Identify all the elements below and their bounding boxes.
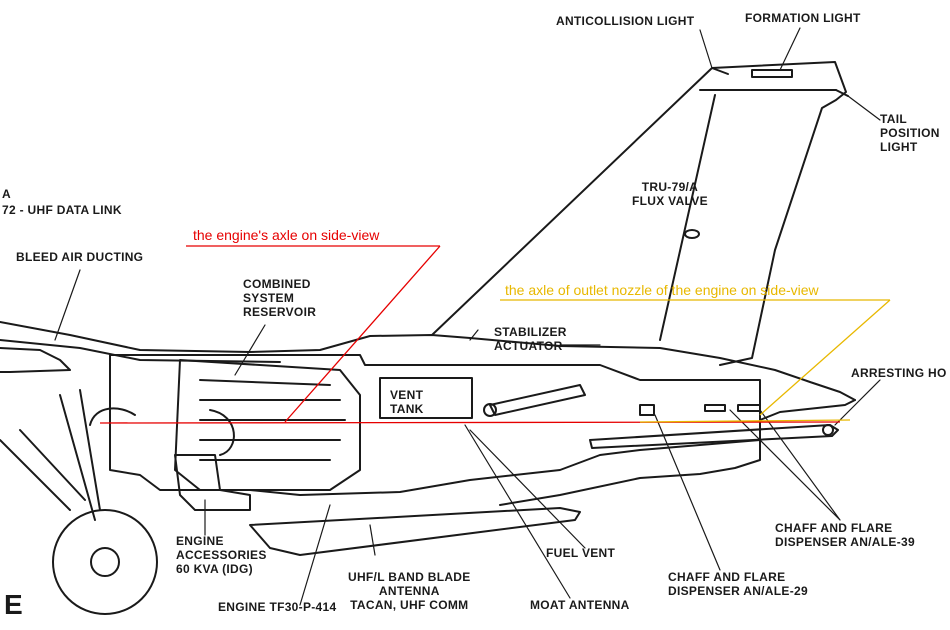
leader-fuel-vent <box>469 429 586 549</box>
leader-moat <box>464 424 571 599</box>
fuel-vent-label: FUEL VENT <box>546 546 616 560</box>
chaff-dispenser-ale39-a <box>704 404 726 412</box>
tail-position-line-1: TAIL <box>880 112 907 126</box>
engine-accessories-label: ENGINE ACCESSORIES 60 KVA (IDG) <box>176 534 267 576</box>
formation-light-mark <box>751 69 793 78</box>
chaff-dispenser-ale29 <box>639 404 655 416</box>
leader-chaff-39 <box>729 409 841 521</box>
stabilizer-line-2: ACTUATOR <box>494 339 563 353</box>
accessories-line-3: 60 KVA (IDG) <box>176 562 253 576</box>
chaff39-line-2: DISPENSER AN/ALE-39 <box>775 535 915 549</box>
tail-position-light-mark <box>835 89 849 97</box>
flux-valve-line-2: FLUX VALVE <box>632 194 708 208</box>
flux-valve-line-1: TRU-79/A <box>641 180 699 194</box>
nose-wheel-inner <box>90 547 120 577</box>
engine-axle-line <box>99 421 841 424</box>
fuselage-upper-contour <box>0 321 856 401</box>
uhf-data-link-label: 72 - UHF DATA LINK <box>2 203 122 217</box>
accessory-gearbox <box>174 454 251 511</box>
bleed-air-duct <box>0 347 71 373</box>
leader-bleed-air <box>54 269 81 341</box>
vent-tank-label: VENT TANK <box>390 388 424 416</box>
leader-reservoir <box>234 324 266 376</box>
tail-cone-outline <box>499 399 856 506</box>
leader-stabilizer <box>469 329 601 346</box>
tail-position-line-3: LIGHT <box>880 140 918 154</box>
nozzle-axle-leader <box>759 299 891 416</box>
engine-bay-top <box>109 354 761 441</box>
accessories-line-1: ENGINE <box>176 534 224 548</box>
engine-axle-leader <box>284 245 441 423</box>
flux-valve-mark <box>684 229 700 239</box>
nozzle-axle-annotation: the axle of outlet nozzle of the engine … <box>505 282 819 298</box>
tail-position-light-label: TAIL POSITION LIGHT <box>880 112 940 154</box>
formation-light-label: FORMATION LIGHT <box>745 11 861 25</box>
vent-tank-line-1: VENT <box>390 388 424 402</box>
uhf-line-1: UHF/L BAND BLADE <box>348 570 471 584</box>
stabilizer-actuator-rod <box>489 384 586 416</box>
anticollision-light-label: ANTICOLLISION LIGHT <box>556 14 695 28</box>
vent-tank-box <box>379 377 473 419</box>
rudder-hinge-line <box>659 94 716 341</box>
flux-valve-label: TRU-79/A FLUX VALVE <box>632 180 708 208</box>
leader-tail-position <box>847 95 881 121</box>
inlet-nose <box>89 407 136 426</box>
leader-arresting <box>834 379 881 426</box>
engine-axle-annotation: the engine's axle on side-view <box>193 227 380 243</box>
bleed-air-ducting-label: BLEED AIR DUCTING <box>16 250 144 264</box>
accessories-line-2: ACCESSORIES <box>176 548 267 562</box>
chaff-flare-ale29-label: CHAFF AND FLARE DISPENSER AN/ALE-29 <box>668 570 808 598</box>
leader-engine <box>299 504 331 606</box>
gear-brace <box>0 429 86 511</box>
engine-inner-lines <box>199 379 346 461</box>
uhf-l-band-label: UHF/L BAND BLADE ANTENNA TACAN, UHF COMM <box>348 570 471 612</box>
vertical-tail-outline <box>431 61 847 366</box>
ventral-fairing <box>249 507 581 556</box>
partial-a-label: A <box>2 187 11 201</box>
chaff29-line-2: DISPENSER AN/ALE-29 <box>668 584 808 598</box>
chaff-flare-ale39-label: CHAFF AND FLARE DISPENSER AN/ALE-39 <box>775 521 915 549</box>
vent-tank-line-2: TANK <box>390 402 424 416</box>
chaff39-line-1: CHAFF AND FLARE <box>775 521 893 535</box>
anticollision-light-mark <box>711 67 729 75</box>
arresting-hook-label: ARRESTING HO <box>851 366 947 380</box>
moat-antenna-label: MOAT ANTENNA <box>530 598 630 612</box>
arresting-hook <box>589 424 839 449</box>
leader-chaff-29 <box>654 414 721 571</box>
leader-uhf <box>369 524 376 556</box>
page-letter: E <box>4 589 23 620</box>
stabilizer-line-1: STABILIZER <box>494 325 567 339</box>
stabilizer-actuator-label: STABILIZER ACTUATOR <box>494 325 567 353</box>
engine-bay-outline <box>109 354 761 496</box>
plumbing-loop <box>209 409 235 456</box>
nozzle-axle-overlay <box>500 299 891 423</box>
reservoir-line-3: RESERVOIR <box>243 305 317 319</box>
leader-anticollision <box>699 29 713 69</box>
chaff-dispenser-ale39-b <box>737 404 761 412</box>
nose-wheel-outer <box>52 509 158 615</box>
uhf-line-3: TACAN, UHF COMM <box>350 598 469 612</box>
tail-position-line-2: POSITION <box>880 126 940 140</box>
leader-formation <box>779 27 801 71</box>
engine-axle-overlay <box>99 245 841 424</box>
engine-casing <box>174 359 361 491</box>
arresting-hook-tip <box>822 424 834 436</box>
engine-tf30-label: ENGINE TF30-P-414 <box>218 600 337 614</box>
reservoir-line-2: SYSTEM <box>243 291 295 305</box>
nozzle-axle-line <box>639 419 851 423</box>
actuator-pivot <box>483 403 497 417</box>
landing-gear-strut <box>59 389 101 521</box>
chaff29-line-1: CHAFF AND FLARE <box>668 570 786 584</box>
combined-system-reservoir-label: COMBINED SYSTEM RESERVOIR <box>243 277 316 319</box>
uhf-line-2: ANTENNA <box>378 584 440 598</box>
reservoir-line-1: COMBINED <box>243 277 311 291</box>
